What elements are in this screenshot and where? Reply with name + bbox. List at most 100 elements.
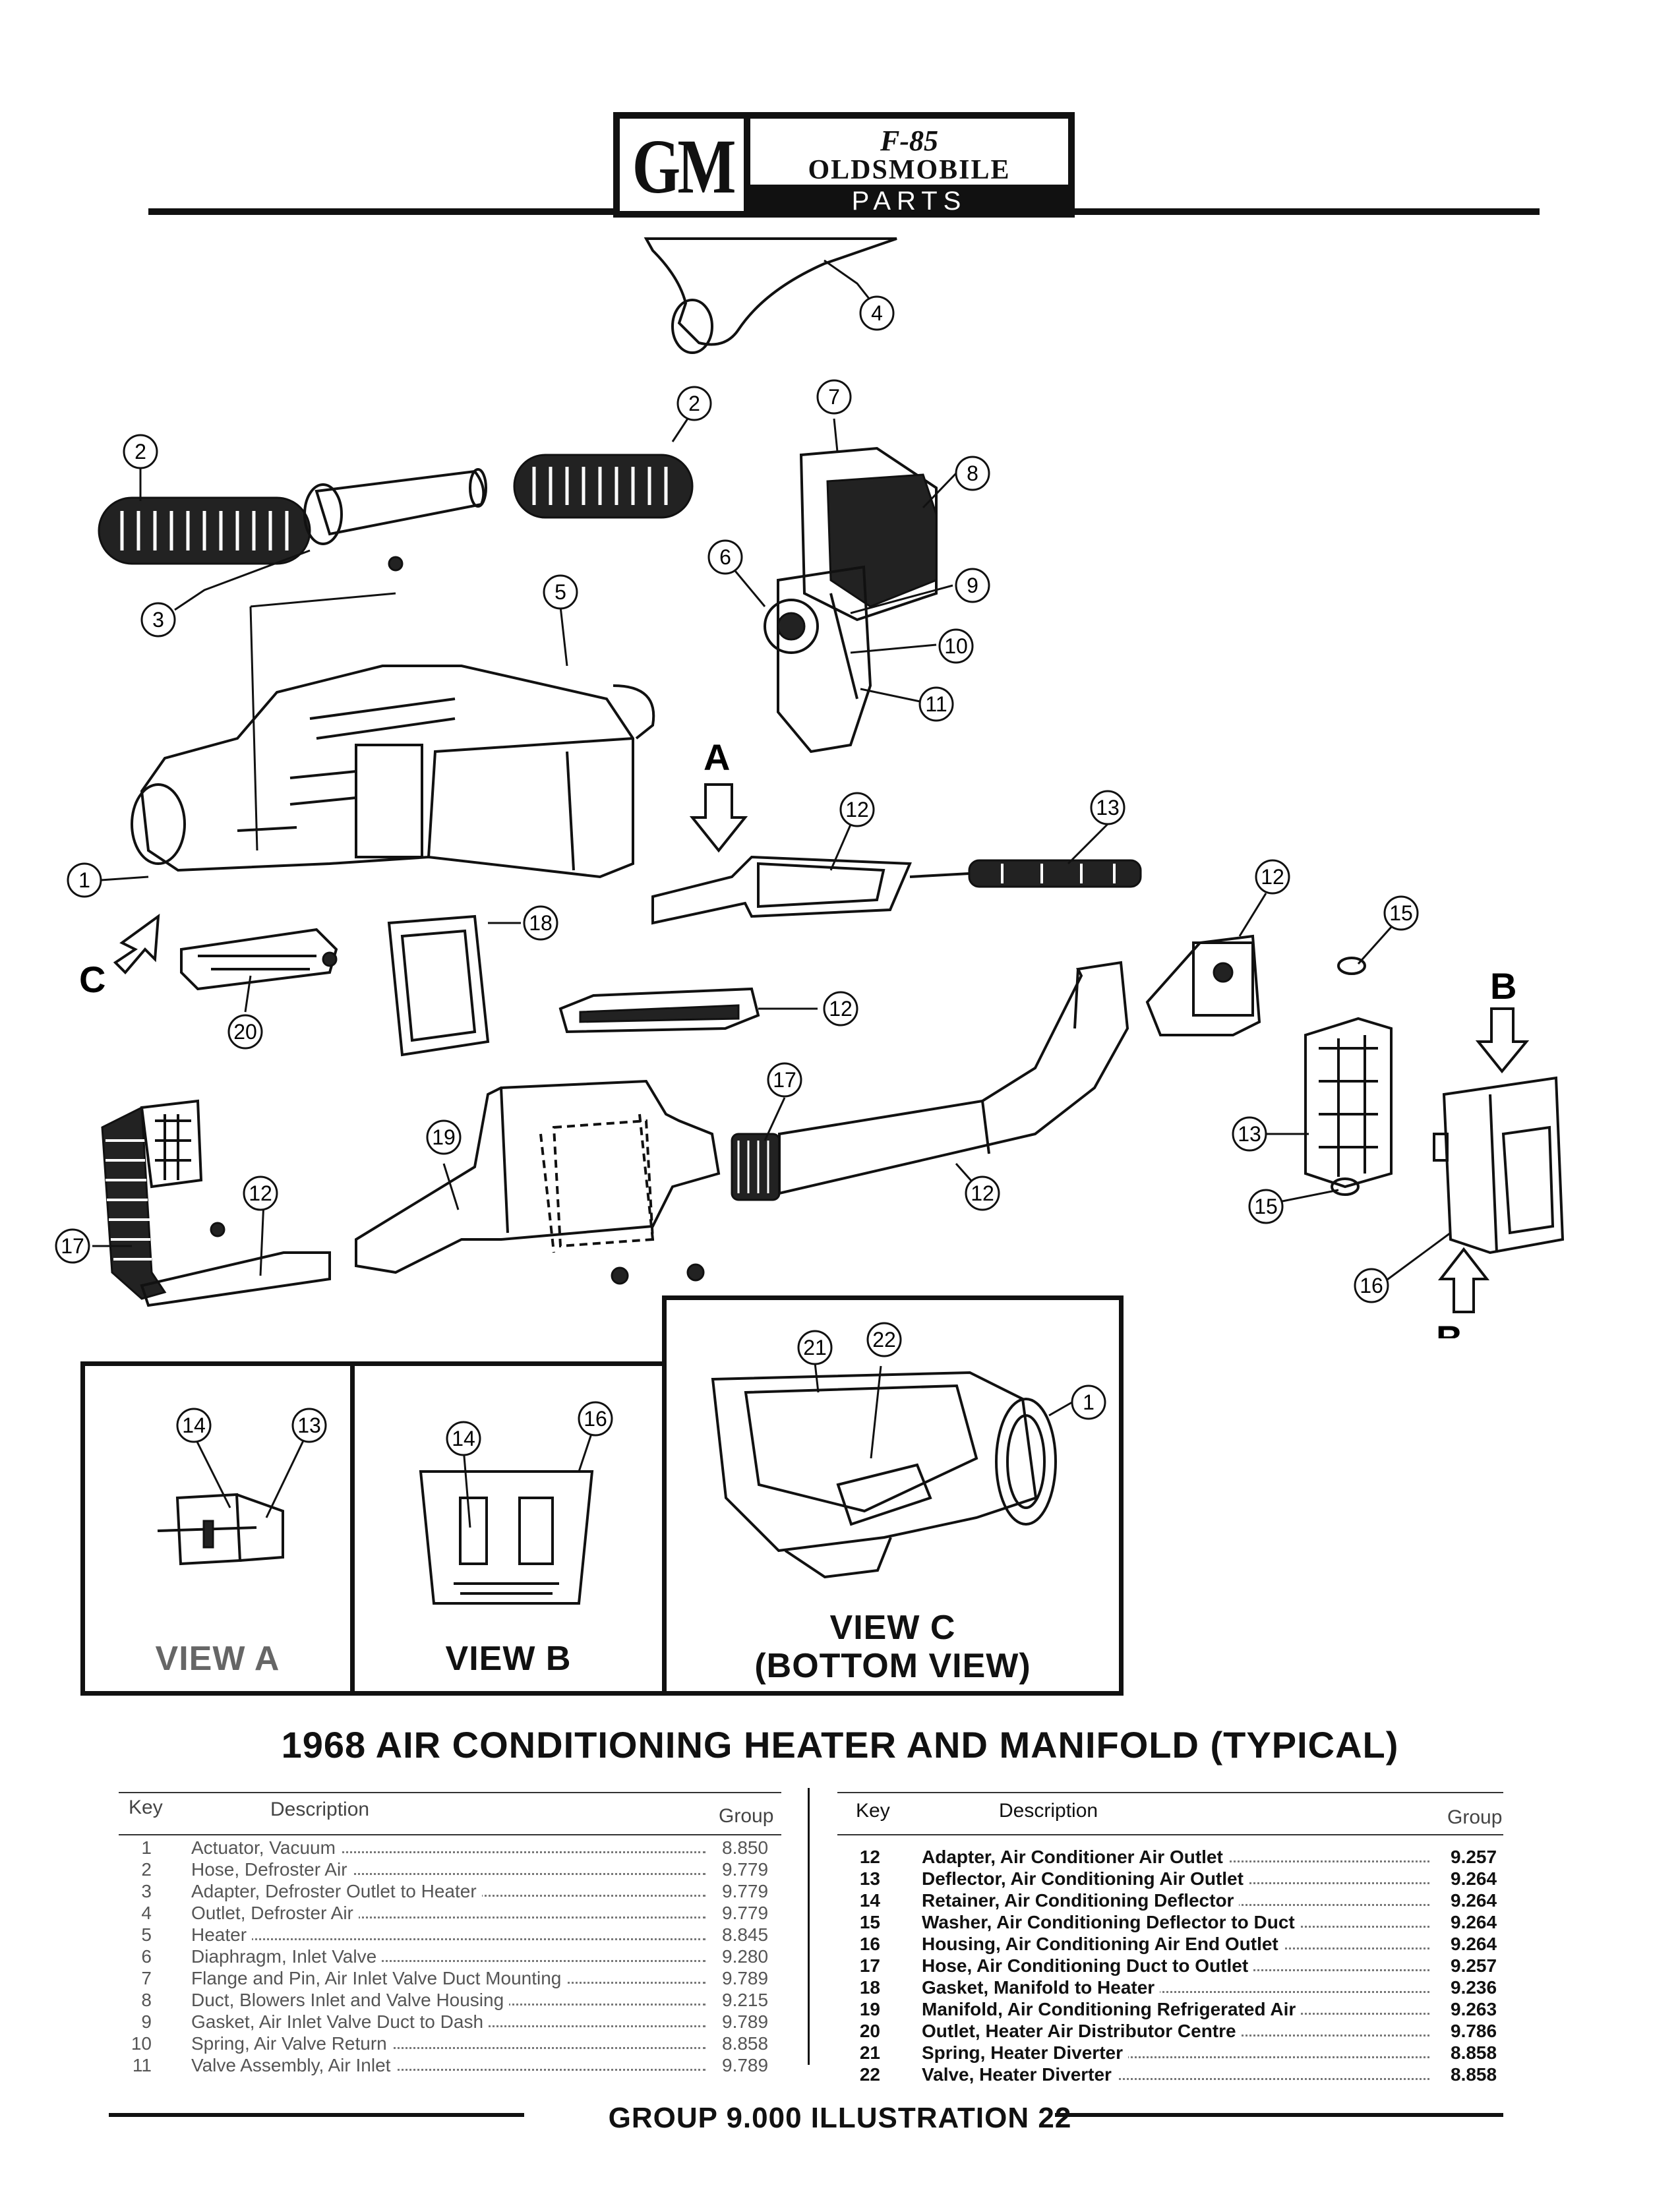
callout-16: 16	[1354, 1268, 1389, 1303]
view-b-drawing: 14 16	[419, 1401, 613, 1605]
row-description-cell: Valve Assembly, Air Inlet	[191, 2054, 705, 2076]
air-duct-hose-left-part	[101, 1099, 203, 1300]
row-group: 9.263	[1451, 1999, 1497, 2019]
row-description-cell: Outlet, Heater Air Distributor Centre	[922, 2020, 1429, 2042]
svg-text:14: 14	[452, 1427, 475, 1450]
row-key: 19	[859, 1999, 880, 2019]
row-group: 9.280	[722, 1946, 769, 1967]
view-a-callout-13: 13	[291, 1408, 327, 1443]
callout-12-upper: 12	[823, 991, 858, 1026]
svg-text:4: 4	[871, 301, 883, 325]
view-c-callout-1: 1	[1071, 1384, 1106, 1420]
svg-text:12: 12	[971, 1181, 994, 1205]
callout-7: 7	[816, 379, 852, 415]
row-description: Spring, Heater Diverter	[922, 2042, 1128, 2063]
row-group: 9.257	[1451, 1955, 1497, 1976]
row-group: 9.257	[1451, 1847, 1497, 1867]
svg-text:2: 2	[135, 440, 146, 463]
row-group: 8.858	[722, 2033, 769, 2054]
row-key: 3	[141, 1881, 152, 1901]
row-description: Duct, Blowers Inlet and Valve Housing	[191, 1990, 510, 2010]
row-group: 9.779	[722, 1881, 769, 1901]
callout-2-left: 2	[123, 434, 158, 469]
row-description-cell: Adapter, Air Conditioner Air Outlet	[922, 1846, 1429, 1868]
svg-text:1: 1	[78, 868, 90, 892]
row-description: Adapter, Air Conditioner Air Outlet	[922, 1847, 1228, 1867]
view-b-label: VIEW B	[445, 1640, 572, 1678]
defroster-outlet-part	[644, 237, 897, 354]
view-c-callout-22: 22	[866, 1322, 902, 1357]
refrigerated-air-manifold-part	[355, 1079, 721, 1274]
row-description-cell: Hose, Air Conditioning Duct to Outlet	[922, 1955, 1429, 1977]
row-description-cell: Diaphragm, Inlet Valve	[191, 1946, 705, 1967]
air-outlet-adapter-upper-part	[558, 987, 760, 1034]
view-a-arrow: A	[689, 736, 748, 853]
view-b-panel: 14 16 VIEW B	[350, 1361, 667, 1696]
row-group: 9.264	[1451, 1890, 1497, 1911]
row-key: 15	[859, 1912, 880, 1932]
row-key: 1	[141, 1837, 152, 1858]
row-key: 2	[141, 1859, 152, 1880]
row-description: Gasket, Manifold to Heater	[922, 1977, 1160, 1998]
view-c-label-line2: (BOTTOM VIEW)	[754, 1647, 1031, 1685]
svg-text:12: 12	[829, 997, 853, 1021]
view-c-arrow: C	[79, 913, 160, 1000]
view-a-panel: 14 13 VIEW A	[80, 1361, 355, 1696]
svg-text:15: 15	[1389, 901, 1413, 925]
row-description-cell: Spring, Air Valve Return	[191, 2033, 705, 2054]
callout-20: 20	[227, 1014, 263, 1050]
view-b-callout-16: 16	[578, 1401, 613, 1437]
row-group: 9.786	[1451, 2021, 1497, 2041]
row-key: 20	[859, 2021, 880, 2041]
svg-text:16: 16	[584, 1407, 607, 1431]
row-key: 14	[859, 1890, 880, 1911]
view-b-callout-14: 14	[446, 1421, 481, 1456]
view-c-label-line1: VIEW C	[829, 1609, 956, 1647]
callout-12-right: 12	[1255, 859, 1290, 895]
table-column-divider	[808, 1788, 810, 2065]
defroster-adapter-part	[303, 468, 487, 545]
right-header-group: Group	[1447, 1806, 1503, 1828]
model-name: F-85	[880, 125, 938, 157]
callout-9: 9	[955, 568, 990, 603]
row-key: 4	[141, 1903, 152, 1923]
callout-3: 3	[140, 602, 176, 638]
callout-11: 11	[918, 686, 954, 722]
air-end-outlet-part	[1304, 957, 1565, 1255]
row-group: 9.789	[722, 2011, 769, 2032]
svg-text:13: 13	[1238, 1122, 1261, 1146]
row-description: Flange and Pin, Air Inlet Valve Duct Mou…	[191, 1968, 567, 1988]
table-top-rule-right	[837, 1792, 1503, 1793]
catalogue-label: PARTS CATALOGUE	[750, 185, 1068, 249]
row-group: 9.779	[722, 1859, 769, 1880]
defroster-hose-left-part	[98, 496, 311, 565]
row-group: 8.858	[1451, 2042, 1497, 2063]
svg-text:13: 13	[297, 1413, 321, 1437]
svg-text:12: 12	[249, 1181, 272, 1205]
row-key: 21	[859, 2042, 880, 2063]
row-group: 9.236	[1451, 1977, 1497, 1998]
row-description-cell: Outlet, Defroster Air	[191, 1902, 705, 1924]
svg-text:6: 6	[719, 545, 731, 569]
row-description: Spring, Air Valve Return	[191, 2033, 392, 2054]
right-header-description: Description	[999, 1800, 1098, 1822]
row-description-cell: Gasket, Air Inlet Valve Duct to Dash	[191, 2011, 705, 2033]
svg-text:B: B	[1490, 965, 1516, 1007]
row-key: 8	[141, 1990, 152, 2010]
callout-2-right: 2	[676, 386, 712, 421]
table-header-rule-right	[837, 1834, 1503, 1835]
view-c-callout-21: 21	[797, 1330, 833, 1365]
row-description-cell: Flange and Pin, Air Inlet Valve Duct Mou…	[191, 1967, 705, 1989]
row-description-cell: Spring, Heater Diverter	[922, 2042, 1429, 2064]
exploded-diagram: 1 2 2 3 4 5 6 7 8 9 10 11 12 12 12 12 12…	[55, 237, 1565, 1338]
row-key: 13	[859, 1868, 880, 1889]
